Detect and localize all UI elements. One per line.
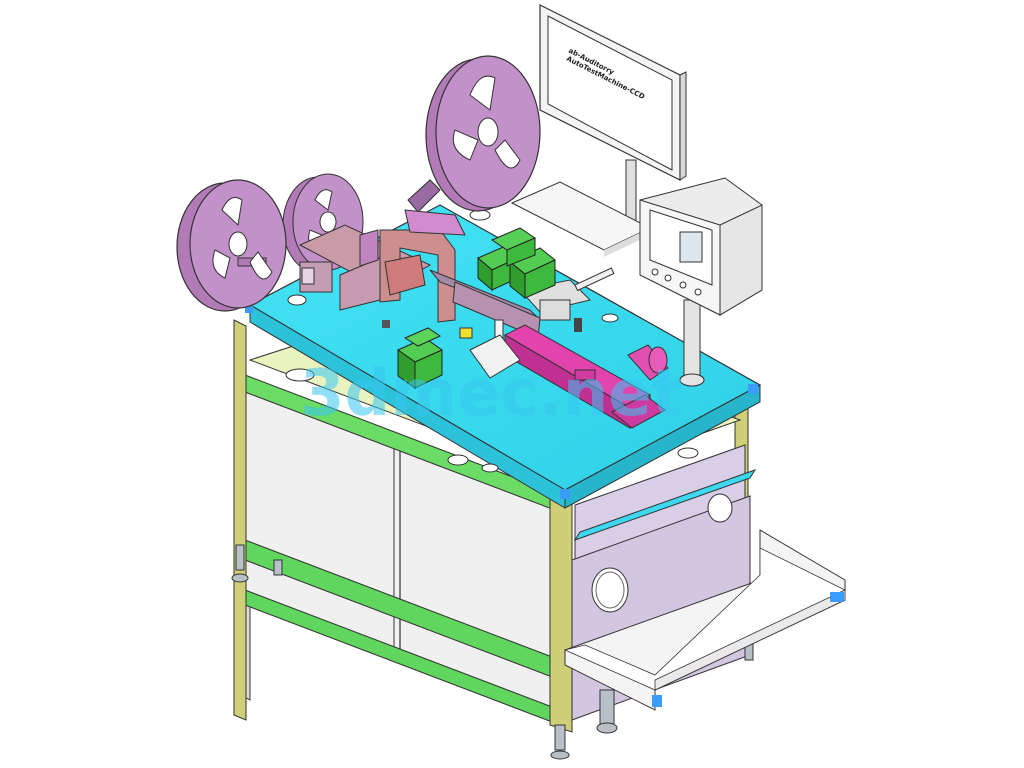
green-modules: [396, 227, 556, 389]
leg-front: [549, 494, 573, 733]
magenta-rail: [503, 324, 669, 429]
tape-reel-left: [176, 179, 287, 312]
tape-reel-large: [407, 55, 541, 213]
monitor: ab-Auditorry AutoTestMachine-CCD: [510, 4, 687, 257]
watermark: 3dmec.net: [300, 357, 682, 431]
control-box: [639, 177, 763, 387]
leg-left: [233, 319, 247, 721]
